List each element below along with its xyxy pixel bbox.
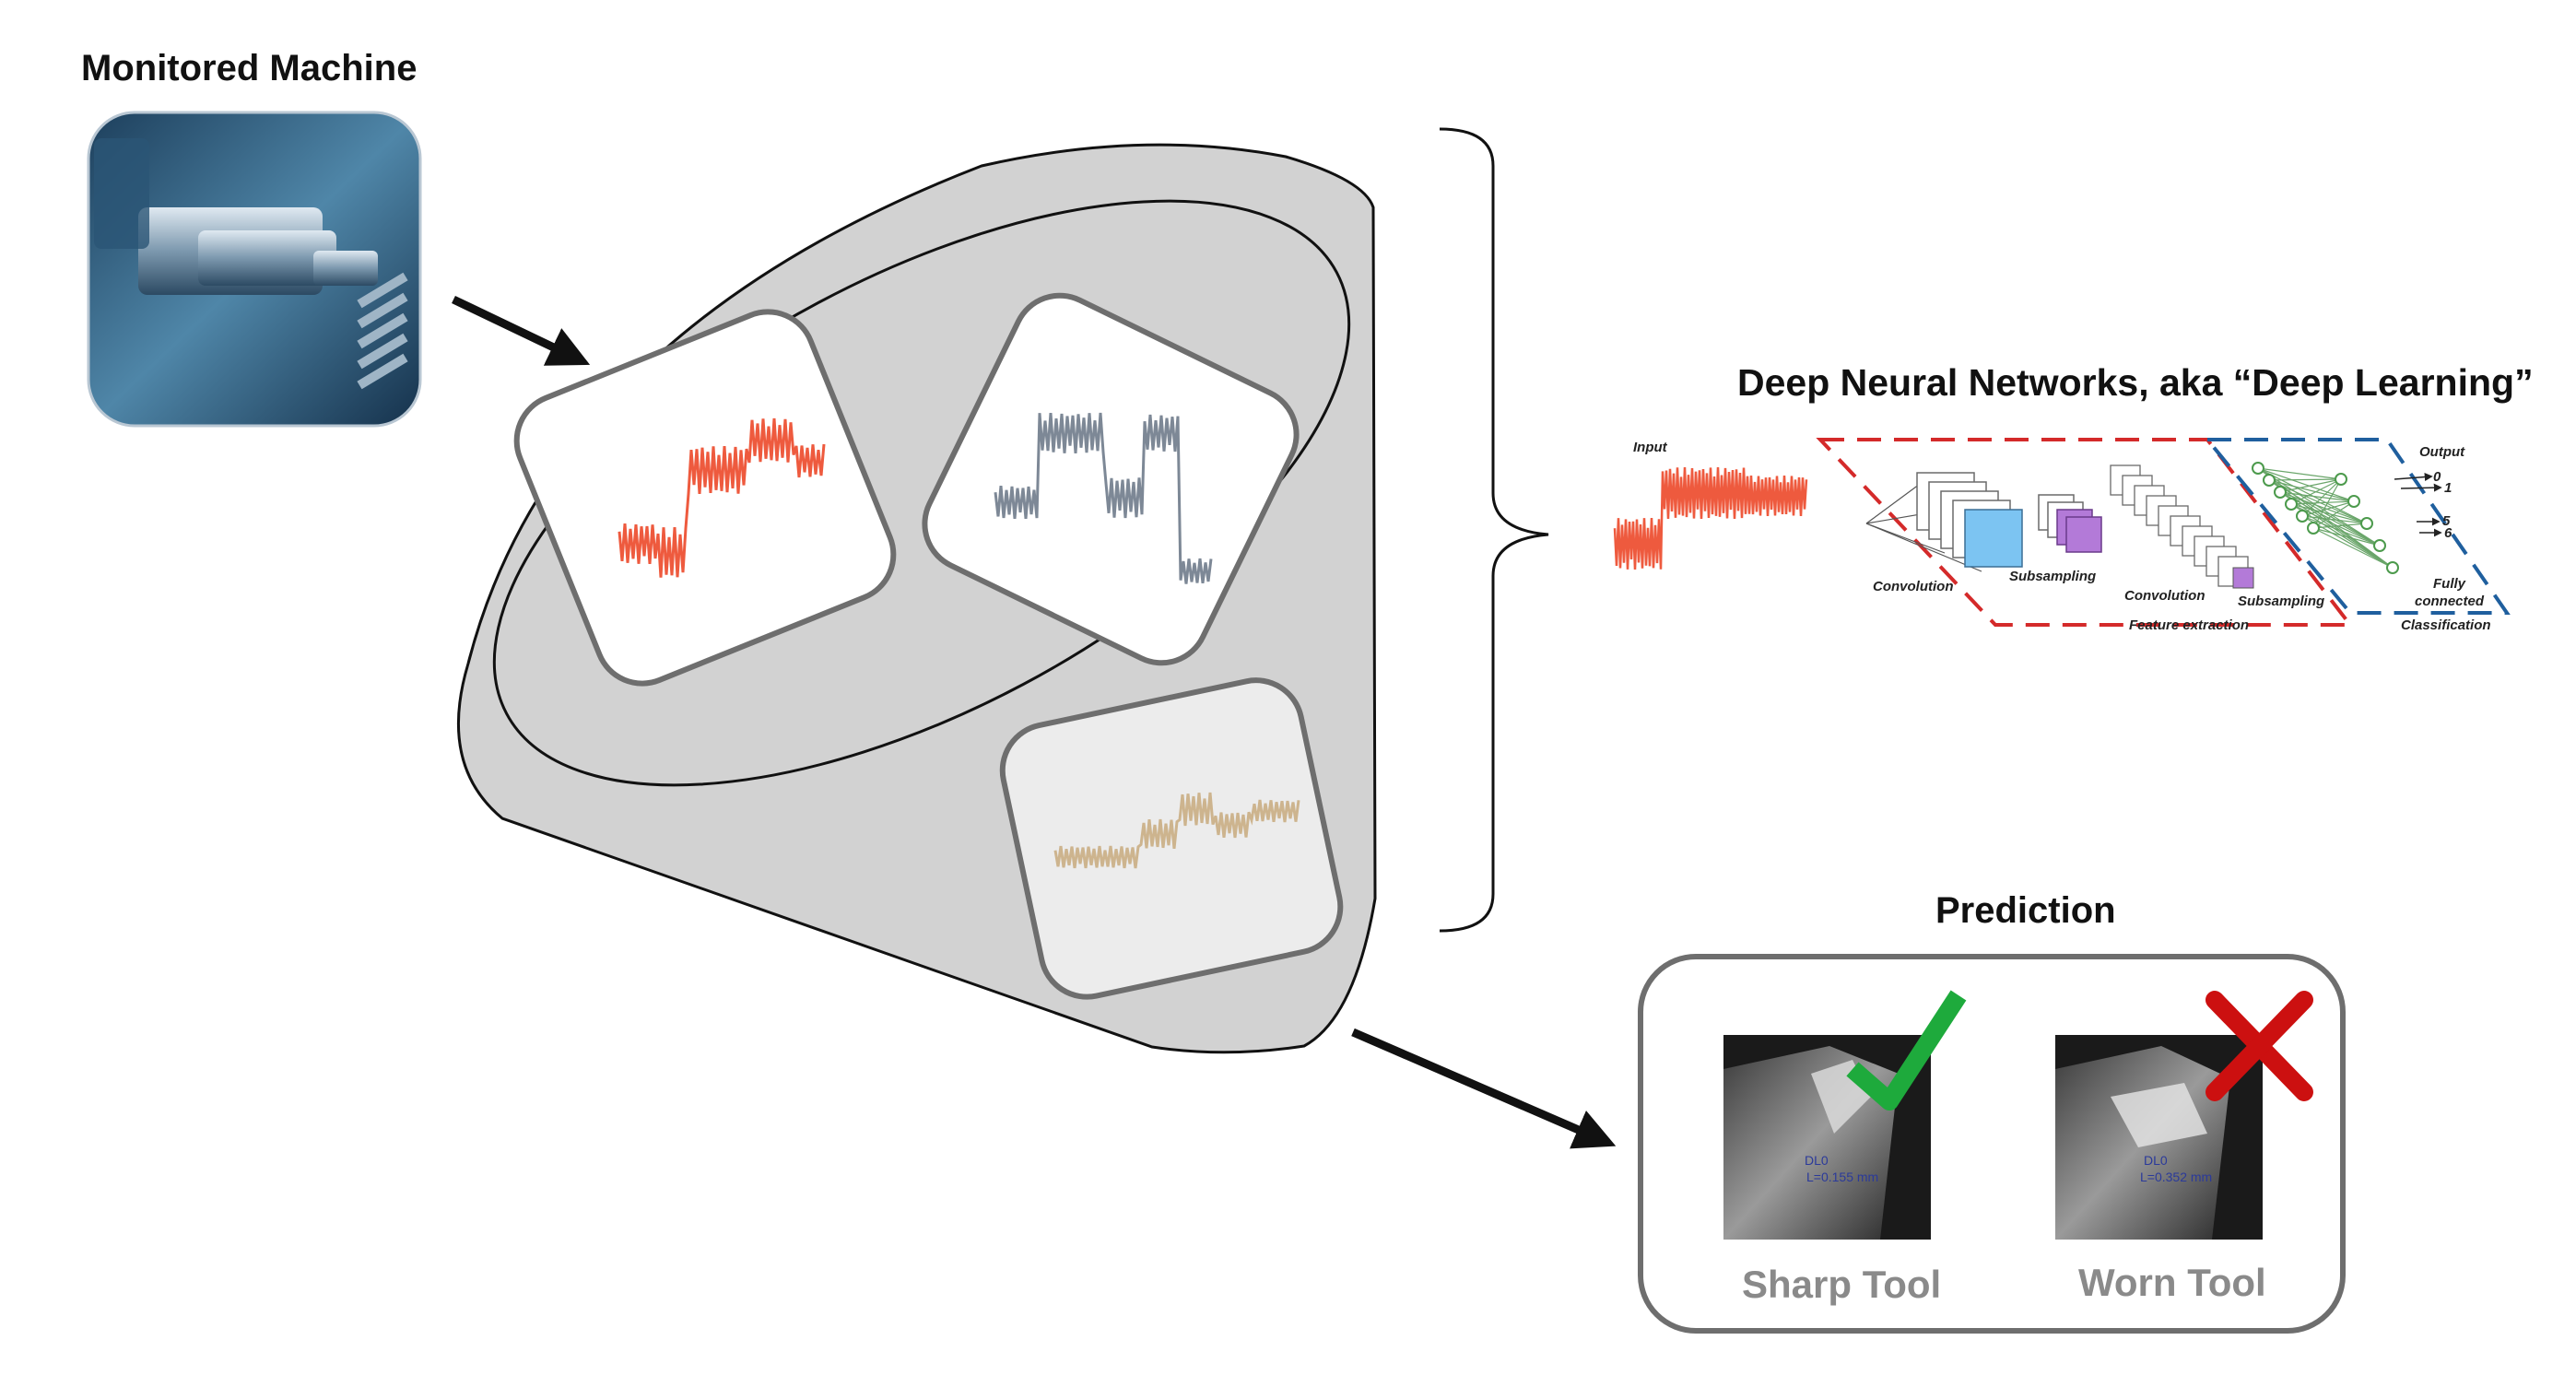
classification-box (2203, 438, 2511, 615)
cone-top-ellipse (492, 199, 1351, 787)
gray-signal-wave (994, 412, 1213, 584)
feature-extraction-label: Feature extraction (2129, 617, 2249, 633)
output-digit-5: 5 (2442, 513, 2451, 529)
fully-connected-label-2: connected (2415, 594, 2485, 609)
fc-connection (2268, 479, 2355, 502)
fc-connection (2301, 500, 2355, 517)
feature-extraction-box (1816, 438, 2355, 627)
worn-tool-measure: L=0.352 mm (2140, 1170, 2212, 1184)
sharp-tool-measure: L=0.155 mm (1806, 1170, 1878, 1184)
cnn-diagram: Input Convolution Subsam (1613, 438, 2511, 633)
check-icon (1846, 990, 1967, 1111)
worn-tool-image: DL0 L=0.352 mm (2055, 1035, 2263, 1240)
machine-title: Monitored Machine (81, 48, 418, 88)
classification-label: Classification (2401, 617, 2491, 633)
fc-node (2360, 517, 2373, 530)
signal-card-beige (999, 677, 1344, 1000)
fc-node (2274, 486, 2287, 499)
convolution-label-1: Convolution (1873, 579, 1953, 594)
signal-card-red (513, 309, 897, 687)
fc-connection (2301, 515, 2381, 547)
fc-connection (2312, 478, 2342, 529)
subsampling-label-1: Subsampling (2009, 569, 2096, 584)
convolution-label-2: Convolution (2124, 588, 2205, 604)
fc-connection (2290, 503, 2368, 524)
prediction-title: Prediction (1935, 890, 2116, 931)
fc-node (2347, 495, 2360, 508)
fc-connection (2268, 478, 2342, 481)
fully-connected-label-1: Fully (2433, 576, 2466, 592)
sharp-tool-label: Sharp Tool (1742, 1263, 1942, 1306)
fc-node (2263, 474, 2276, 487)
output-digit-1: 1 (2444, 480, 2452, 496)
red-signal-wave (618, 417, 826, 578)
fc-node (2285, 498, 2298, 511)
fc-connection (2268, 479, 2394, 569)
fc-node (2373, 539, 2386, 552)
fc-connection (2290, 478, 2342, 505)
worn-tool-label: Worn Tool (2078, 1261, 2266, 1304)
curly-brace (1439, 127, 1549, 933)
beige-signal-wave (1053, 792, 1300, 869)
output-digit-6: 6 (2444, 525, 2452, 541)
fc-connection (2290, 500, 2355, 505)
fc-connection (2301, 478, 2342, 517)
output-arrow (2394, 473, 2433, 482)
fc-node (2307, 522, 2320, 535)
fc-node (2252, 462, 2264, 475)
fc-connection (2257, 467, 2342, 480)
fc-connection (2312, 500, 2355, 529)
fc-node (2386, 561, 2399, 574)
dnn-title: Deep Neural Networks, aka “Deep Learning… (1737, 361, 2534, 404)
fc-connection (2257, 467, 2381, 547)
conv2-feature (2232, 567, 2254, 589)
fc-connection (2301, 515, 2368, 524)
fc-node (2296, 510, 2309, 523)
fc-connection (2312, 527, 2381, 547)
fc-connection (2279, 491, 2368, 524)
cnn-input-label: Input (1633, 440, 1668, 455)
worn-tool-code: DL0 (2144, 1153, 2168, 1168)
fc-connection (2312, 527, 2394, 569)
fc-connection (2312, 523, 2368, 529)
subsampling-label-2: Subsampling (2238, 594, 2324, 609)
sharp-tool-image: DL0 L=0.155 mm (1723, 1035, 1931, 1240)
input-arrow (452, 295, 591, 366)
fc-connection (2279, 478, 2342, 493)
sharp-tool-code: DL0 (1805, 1153, 1829, 1168)
output-digit-0: 0 (2433, 469, 2441, 485)
cross-icon (2205, 991, 2313, 1101)
fc-node (2335, 473, 2347, 486)
prediction-arrow (1351, 1028, 1617, 1149)
fc-connection (2279, 491, 2394, 569)
cnn-input-signal (1613, 466, 1808, 570)
monitored-machine-image (87, 111, 422, 428)
fc-connection (2279, 491, 2355, 502)
fc-connection (2257, 467, 2355, 502)
output-label: Output (2419, 444, 2465, 460)
